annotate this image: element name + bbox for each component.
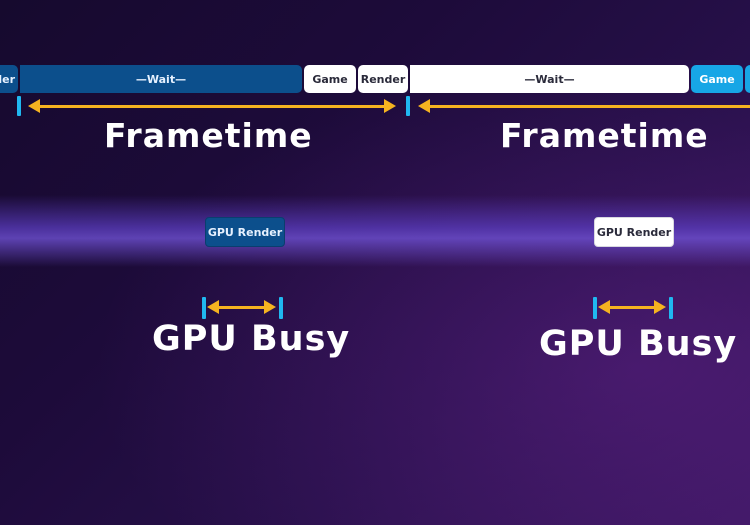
segment-next-partial [745,65,750,93]
segment-game-1: Game [304,65,356,93]
segment-render-1: Render [358,65,408,93]
frametime-arrow-right [428,105,750,108]
segment-game-2: Game [691,65,743,93]
gpu-busy-tick-left-end [279,297,283,319]
segment-wait-1: —Wait— [20,65,302,93]
frametime-tick-1 [17,96,21,116]
arrowhead-left-icon [207,300,219,314]
gpu-busy-arrow-right [609,306,654,309]
frametime-arrow-left [38,105,384,108]
gpu-render-box-right: GPU Render [594,217,674,247]
gpu-busy-tick-right-start [593,297,597,319]
arrowhead-left-icon [418,99,430,113]
gpu-render-box-left: GPU Render [205,217,285,247]
gpu-busy-label-left: GPU Busy [152,319,351,359]
segment-render-partial: der [0,65,18,93]
gpu-busy-tick-left-start [202,297,206,319]
arrowhead-right-icon [384,99,396,113]
frametime-label-left: Frametime [104,116,313,155]
frametime-tick-2 [406,96,410,116]
gpu-busy-label-right: GPU Busy [539,324,738,364]
arrowhead-left-icon [598,300,610,314]
gpu-busy-tick-right-end [669,297,673,319]
arrowhead-left-icon [28,99,40,113]
segment-wait-2: —Wait— [410,65,689,93]
arrowhead-right-icon [654,300,666,314]
arrowhead-right-icon [264,300,276,314]
frametime-label-right: Frametime [500,116,709,155]
gpu-busy-arrow-left [218,306,264,309]
